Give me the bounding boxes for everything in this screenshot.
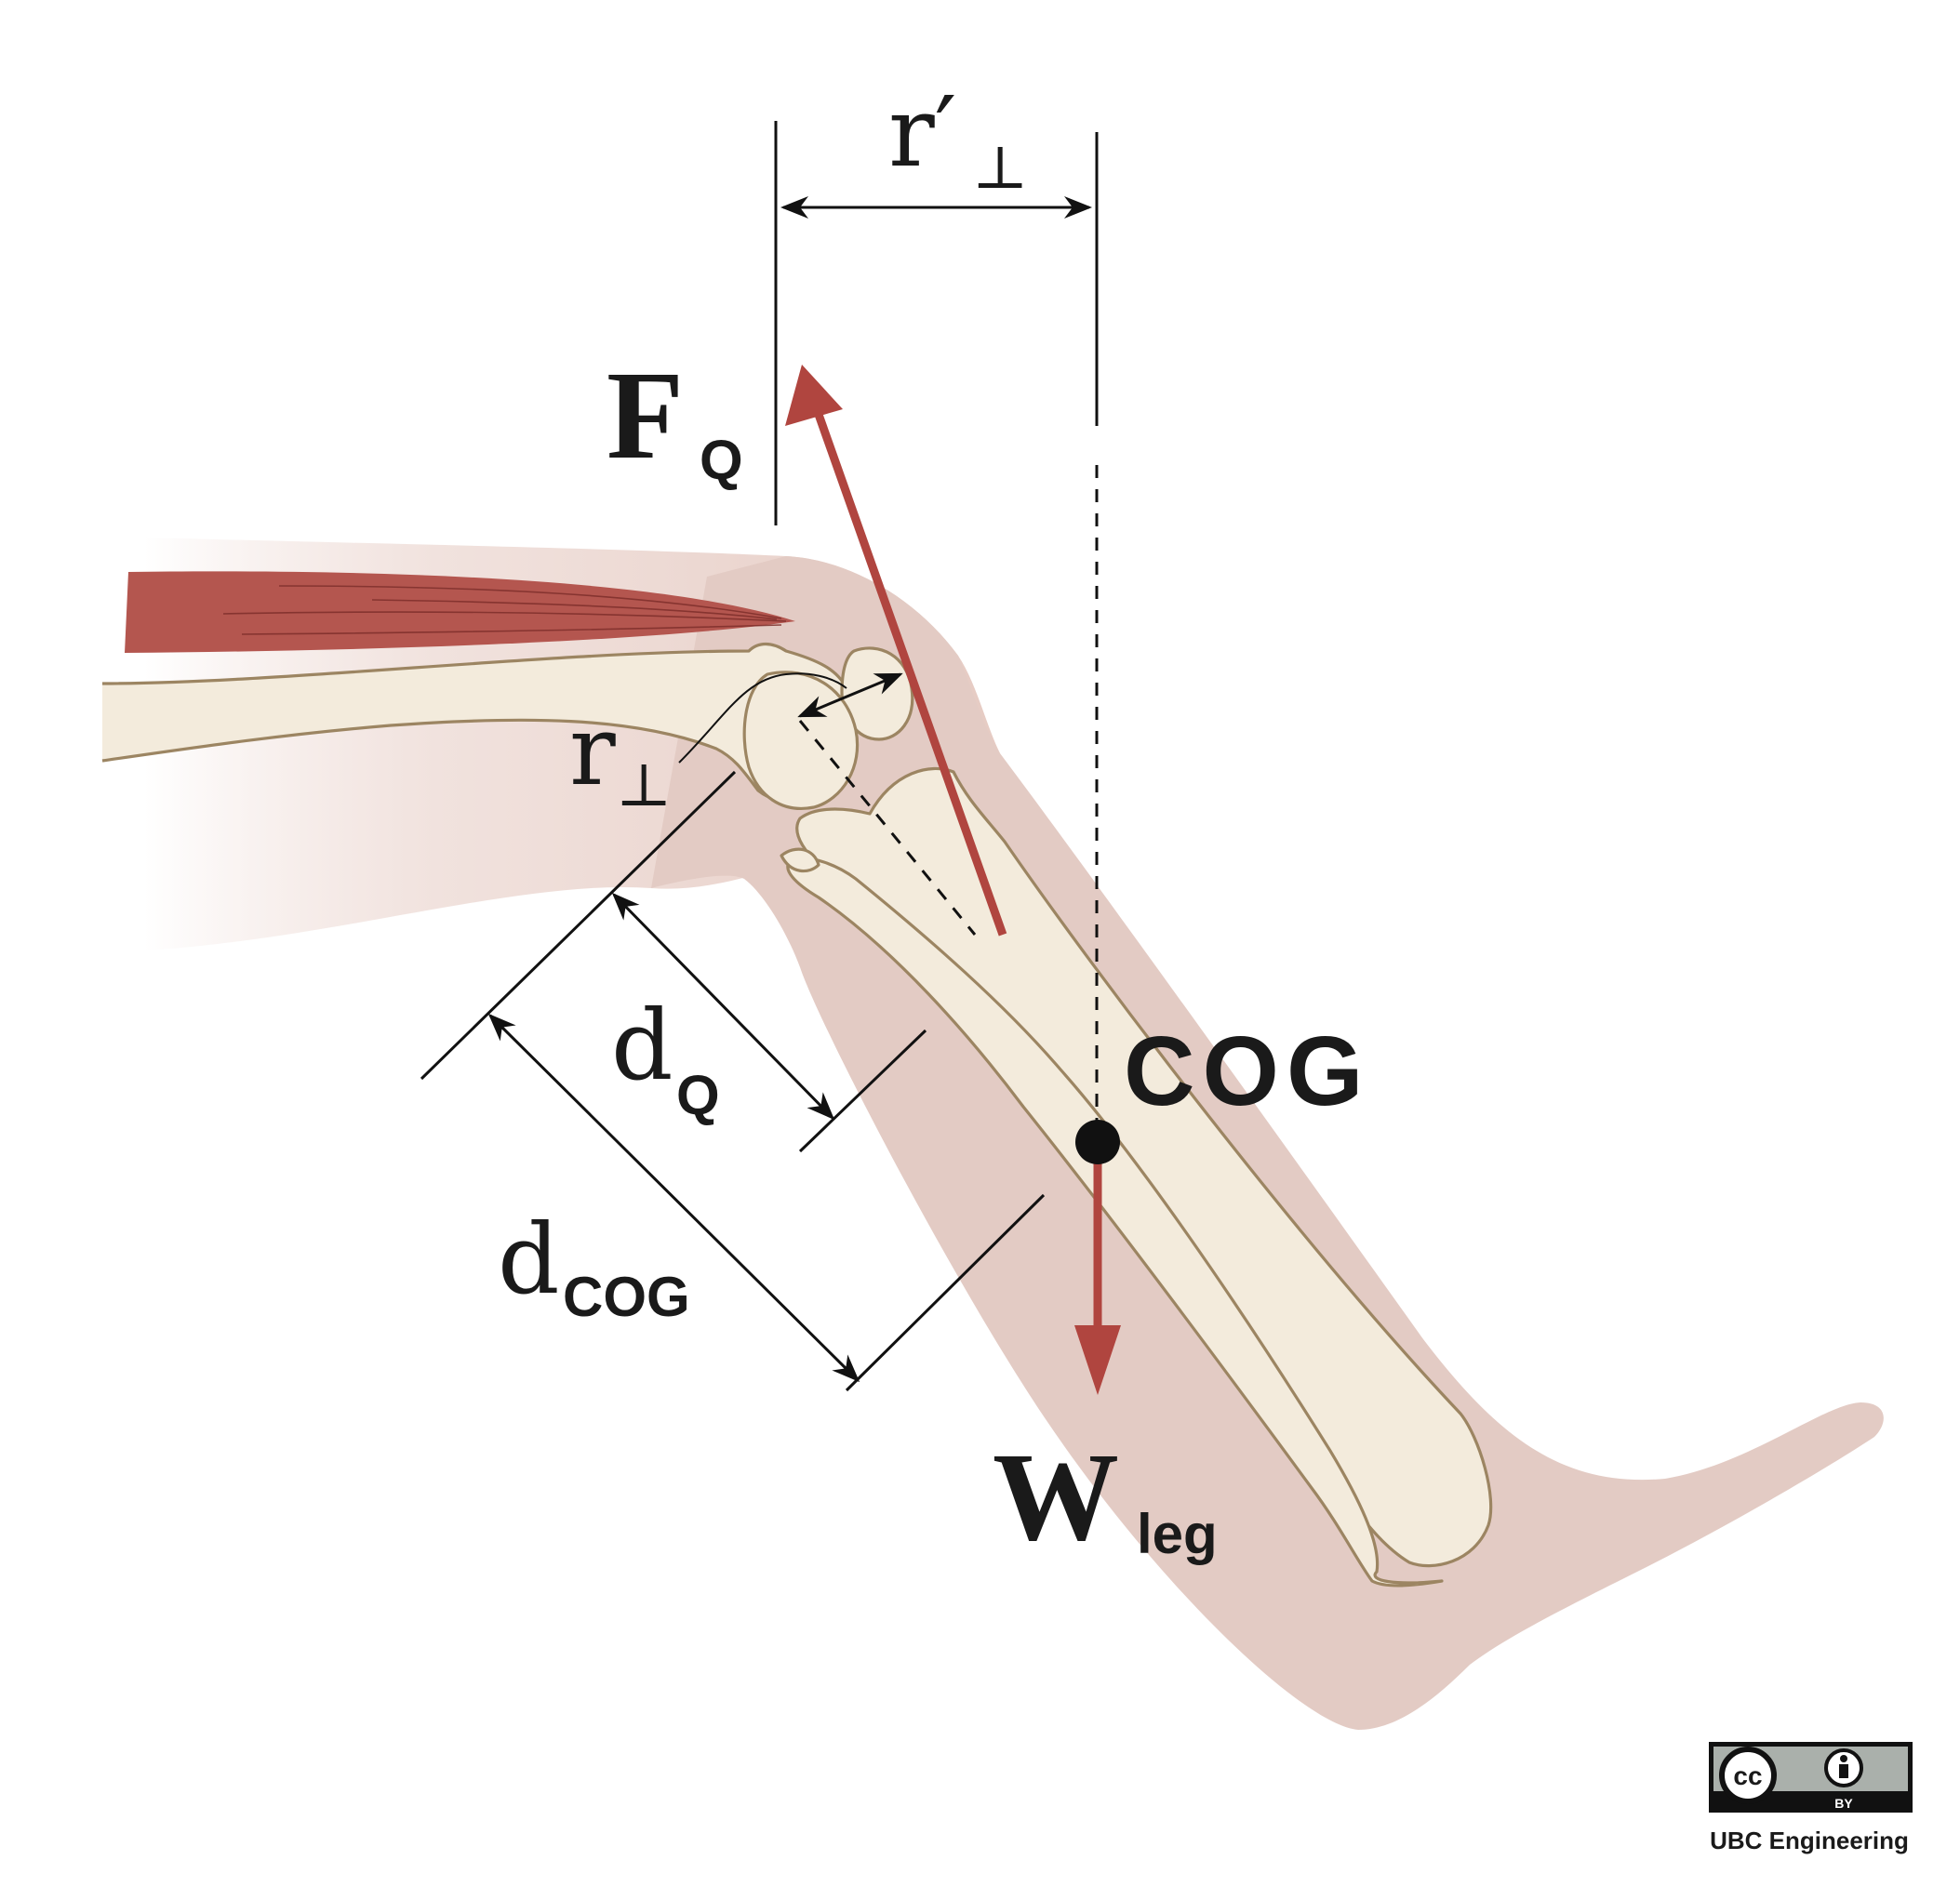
cc-by-license-badge: cc BY UBC Engineering: [1709, 1742, 1913, 1854]
d-quad-label: d Q: [611, 989, 720, 1126]
center-of-gravity: COG W leg: [993, 1016, 1370, 1567]
force-quad-label: F Q: [607, 346, 743, 491]
fibula-bone: [786, 857, 1444, 1588]
weight-leg-label: W leg: [993, 1428, 1218, 1567]
license-by-text: BY: [1834, 1796, 1853, 1811]
r-perp-label: r ⊥: [569, 694, 672, 820]
attribution-icon: [1824, 1748, 1863, 1787]
license-credit: UBC Engineering: [1710, 1827, 1909, 1854]
cc-icon: cc: [1719, 1747, 1777, 1804]
cog-point: [1075, 1120, 1120, 1164]
d-cog-label: d COG: [498, 1202, 690, 1328]
tibial-tubercle: [780, 847, 820, 873]
r-prime-perp-dimension: r′ ⊥: [774, 75, 1099, 1130]
quadriceps-muscle: [125, 571, 795, 653]
svg-text:cc: cc: [1733, 1761, 1762, 1790]
r-perp-dimension: r ⊥: [569, 672, 977, 936]
quadriceps-force-vector: F Q: [607, 346, 1007, 937]
r-prime-perp-label: r′ ⊥: [888, 75, 1028, 203]
distance-dimensions: d Q d COG: [420, 770, 1046, 1392]
cog-label: COG: [1124, 1016, 1370, 1126]
